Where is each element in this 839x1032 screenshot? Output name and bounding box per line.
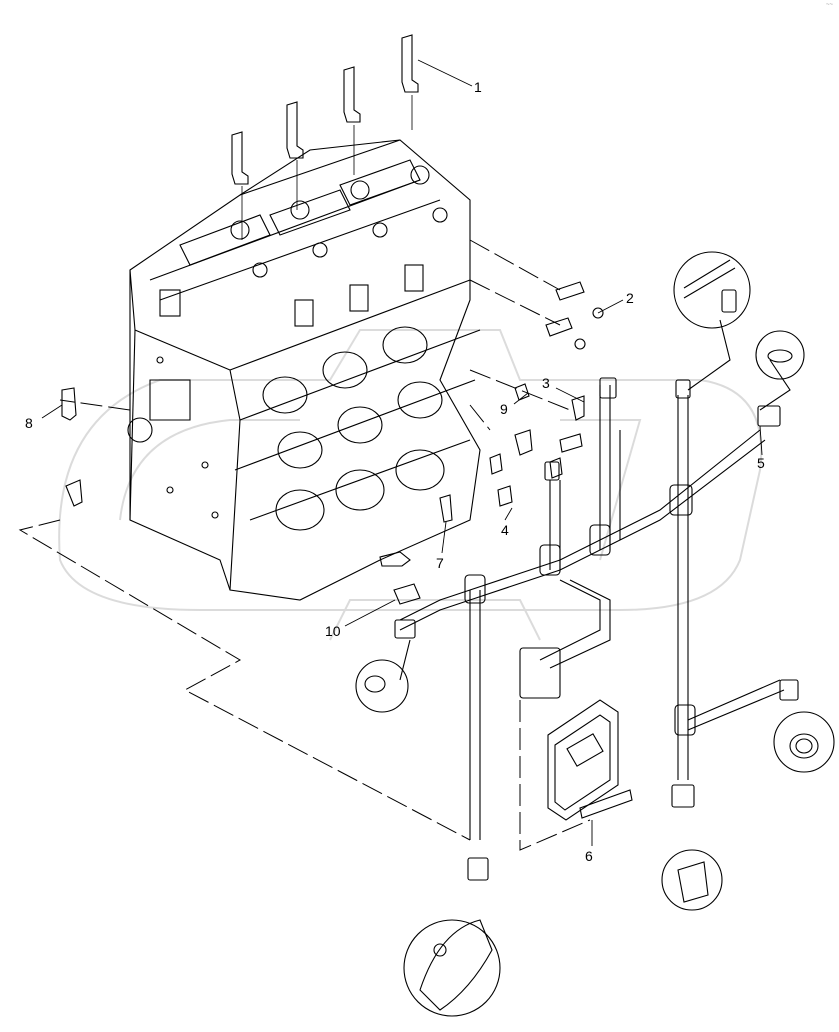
callout-9: 9 [500, 401, 508, 417]
leader-lines [41, 59, 763, 846]
callout-4: 4 [501, 522, 509, 538]
callout-2: 2 [626, 290, 634, 306]
callout-1: 1 [474, 79, 482, 95]
callout-labels: 1 2 3 4 5 6 7 8 9 10 [25, 79, 765, 864]
detail-circles [355, 251, 835, 1017]
callout-3: 3 [542, 375, 550, 391]
engine-block [127, 139, 481, 601]
wiring-harness [394, 319, 799, 881]
clips [61, 281, 604, 605]
callout-8: 8 [25, 415, 33, 431]
bracket-item-1 [231, 34, 419, 240]
corner-mark: ~~ [825, 2, 833, 8]
ecu-module [547, 699, 633, 821]
assembly-lines [18, 239, 591, 851]
callout-7: 7 [436, 555, 444, 571]
callout-10: 10 [325, 623, 341, 639]
callout-6: 6 [585, 848, 593, 864]
watermark [58, 329, 763, 641]
callout-5: 5 [757, 455, 765, 471]
